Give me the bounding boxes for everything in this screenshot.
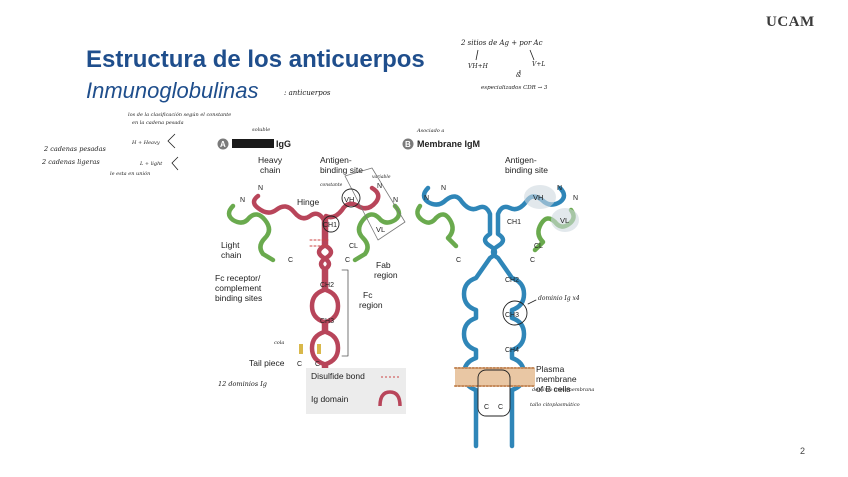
note-soluble: soluble xyxy=(252,127,270,133)
domain-a-vl: VL xyxy=(376,225,385,234)
label-tail: Tail piece xyxy=(249,358,285,368)
panel-a-letter: A xyxy=(220,140,226,149)
c-a-3: C xyxy=(297,361,302,368)
label-fc-2: complement xyxy=(215,283,262,293)
n-b-4: N xyxy=(573,195,578,202)
domain-b-ch4: CH4 xyxy=(505,347,519,354)
label-fab-1: Fab xyxy=(376,260,391,270)
domain-b-vl: VL xyxy=(560,216,569,225)
note-dominios: 12 dominios Ig xyxy=(218,380,267,388)
label-abs-b-1: Antigen- xyxy=(505,155,537,165)
label-abs-b-2: binding site xyxy=(505,165,548,175)
domain-a-cl: CL xyxy=(349,243,358,250)
n-a-3: N xyxy=(377,183,382,190)
label-heavy-2: chain xyxy=(260,165,281,175)
c-a-1: C xyxy=(288,257,293,264)
igm-light-left xyxy=(417,206,456,246)
c-b-1: C xyxy=(456,257,461,264)
note-left-3: le esta en unión xyxy=(110,170,150,177)
domain-b-cl: CL xyxy=(534,243,543,250)
n-a-2: N xyxy=(258,185,263,192)
c-b-4: C xyxy=(498,404,503,411)
n-a-1: N xyxy=(240,197,245,204)
panel-b-letter: B xyxy=(405,140,411,149)
domain-a-vh: VH xyxy=(344,195,354,204)
n-b-3: N xyxy=(557,185,562,192)
domain-a-ch2: CH2 xyxy=(320,282,334,289)
label-membrane-2: membrane xyxy=(536,374,577,384)
n-b-2: N xyxy=(441,185,446,192)
legend-disulfide: Disulfide bond xyxy=(311,371,365,381)
note-top-4: & xyxy=(516,72,522,79)
n-a-4: N xyxy=(393,197,398,204)
label-heavy-1: Heavy xyxy=(258,155,283,165)
note-top-2: VH+H xyxy=(468,63,489,70)
label-fcr-1: Fc xyxy=(363,290,373,300)
label-fc-3: binding sites xyxy=(215,293,262,303)
note-dominio-ig: dominio Ig x4 xyxy=(538,295,580,302)
note-left-1: 2 cadenas pesadas xyxy=(43,145,106,153)
label-hinge: Hinge xyxy=(297,197,319,207)
c-a-2: C xyxy=(345,257,350,264)
note-top-3: V+L xyxy=(532,61,545,68)
domain-b-vh: VH xyxy=(533,193,543,202)
label-light-1: Light xyxy=(221,240,240,250)
label-fab-2: region xyxy=(374,270,398,280)
n-b-1: N xyxy=(424,195,429,202)
note-left-2: 2 cadenas ligeras xyxy=(41,158,100,166)
label-light-2: chain xyxy=(221,250,242,260)
note-variable: variable xyxy=(372,174,391,180)
legend-ig-domain: Ig domain xyxy=(311,394,349,404)
domain-a-ch1: CH1 xyxy=(323,222,337,229)
domain-b-ch1: CH1 xyxy=(507,219,521,226)
note-subtitle: : anticuerpos xyxy=(284,89,331,97)
domain-b-ch2: CH2 xyxy=(505,277,519,284)
c-b-2: C xyxy=(530,257,535,264)
figure-legend: Disulfide bond Ig domain xyxy=(306,368,406,414)
c-a-4: C xyxy=(315,361,320,368)
note-top-5: especializados CDR → 3 xyxy=(481,85,548,91)
note-asociado: Asociado a xyxy=(416,128,444,134)
label-abs-a-1: Antigen- xyxy=(320,155,352,165)
label-fcr-2: region xyxy=(359,300,383,310)
domain-b-ch3: CH3 xyxy=(505,312,519,319)
note-left-5: L + light xyxy=(139,161,163,167)
scribble-mark xyxy=(232,139,274,148)
plasma-membrane xyxy=(455,368,535,386)
panel-a-label: IgG xyxy=(276,139,291,149)
c-b-3: C xyxy=(484,404,489,411)
note-cytoplasmic: tallo citoplasmático xyxy=(530,401,580,408)
label-membrane-1: Plasma xyxy=(536,364,565,374)
label-abs-a-2: binding site xyxy=(320,165,363,175)
note-below-1: los de la clasificación según el constan… xyxy=(128,111,231,118)
note-cola: cola xyxy=(274,340,284,346)
label-fc-1: Fc receptor/ xyxy=(215,273,261,283)
note-left-4: H + Heavy xyxy=(131,140,160,146)
note-top-1: 2 sitios de Ag + por Ac xyxy=(460,39,543,47)
label-membrane-3: of B cells xyxy=(536,384,571,394)
note-below-2: en la cadena pesada xyxy=(132,120,184,126)
panel-b-label: Membrane IgM xyxy=(417,139,480,149)
domain-a-ch3: CH3 xyxy=(320,318,334,325)
note-constante: constante xyxy=(320,182,343,188)
